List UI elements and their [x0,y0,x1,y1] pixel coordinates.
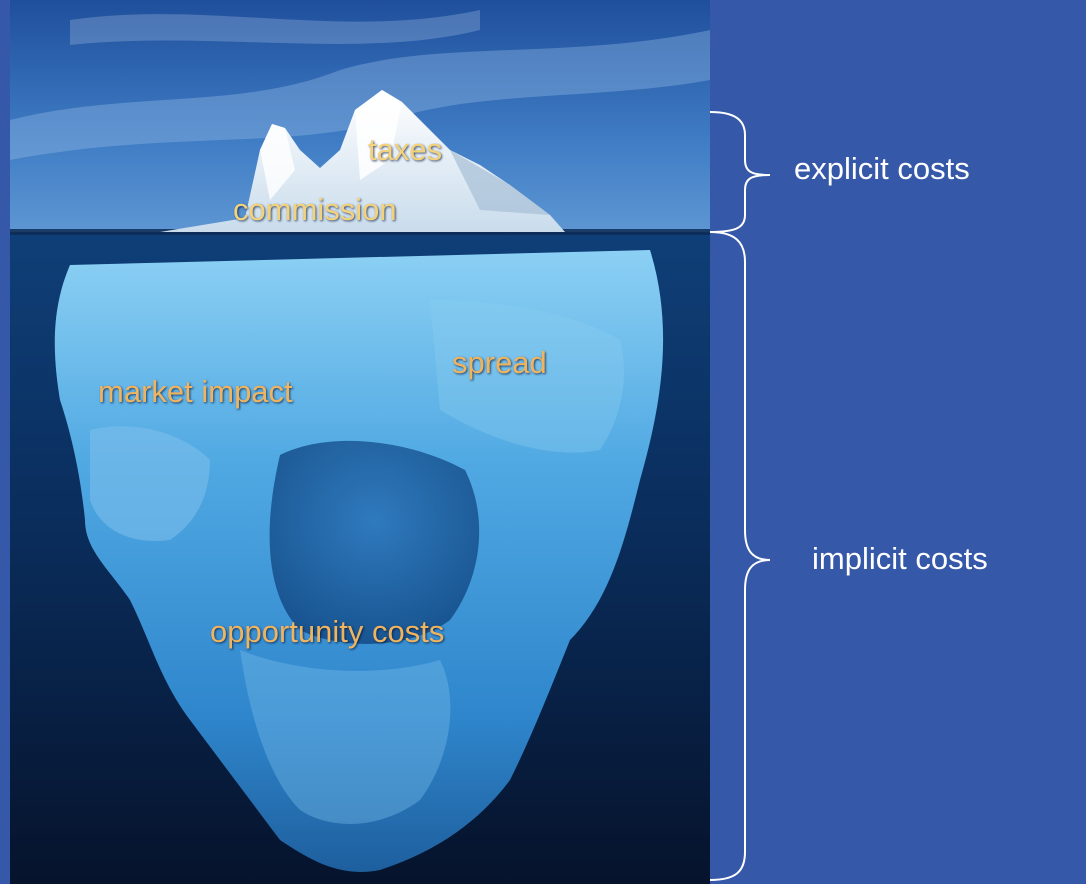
label-implicit-costs: implicit costs [812,541,988,576]
label-opportunity-costs: opportunity costs [210,614,445,649]
iceberg-photo: taxes commission spread market impact op… [10,0,710,884]
label-taxes: taxes [368,132,443,167]
label-market-impact: market impact [98,374,293,409]
implicit-brace [709,231,771,881]
explicit-brace [709,111,771,233]
label-spread: spread [452,345,547,380]
label-commission: commission [233,192,397,227]
iceberg-illustration [10,0,710,884]
label-explicit-costs: explicit costs [794,151,970,186]
